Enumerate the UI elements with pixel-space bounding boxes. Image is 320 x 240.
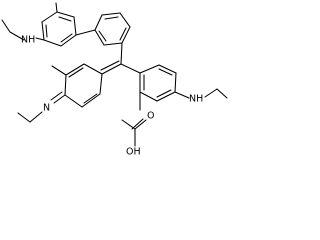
nh-label-right: NH	[189, 94, 203, 105]
top-left-aromatic-ring	[41, 11, 77, 47]
nh-label-top: NH	[21, 35, 35, 46]
right-ring-link	[120, 63, 141, 74]
top-right-benzene-ring	[94, 12, 131, 46]
quinoid-ring	[64, 63, 103, 108]
central-double-bond-a	[101, 63, 122, 75]
ethyl-bond-imine-b	[17, 112, 31, 123]
o-label: O	[147, 111, 154, 122]
ethyl-bond-right-b	[216, 88, 228, 99]
chemical-structure-drawing: NH N NH OH O	[1, 2, 228, 158]
methyl-bond-top	[55, 2, 58, 13]
imine-n-label: N	[43, 103, 50, 114]
biaryl-bond	[75, 29, 96, 36]
methyl-bond-quinoid	[51, 65, 67, 76]
central-double-bond-b	[100, 60, 120, 71]
imine-double-bond-b	[50, 91, 63, 101]
oh-label: OH	[126, 147, 141, 158]
ethyl-bond-top-b	[1, 19, 11, 33]
imine-double-bond-a	[53, 94, 66, 104]
central-carbon-bond	[120, 42, 123, 65]
ethyl-bond-imine-a	[29, 111, 43, 123]
acetic-acid	[121, 118, 147, 147]
ethyl-bond-right-a	[204, 88, 218, 98]
right-aromatic-ring	[139, 64, 177, 102]
n-bond-top	[35, 37, 45, 41]
n-bond-right	[174, 91, 190, 99]
triarylmethane-cation	[1, 2, 228, 123]
ethyl-bond-top-a	[9, 31, 25, 41]
